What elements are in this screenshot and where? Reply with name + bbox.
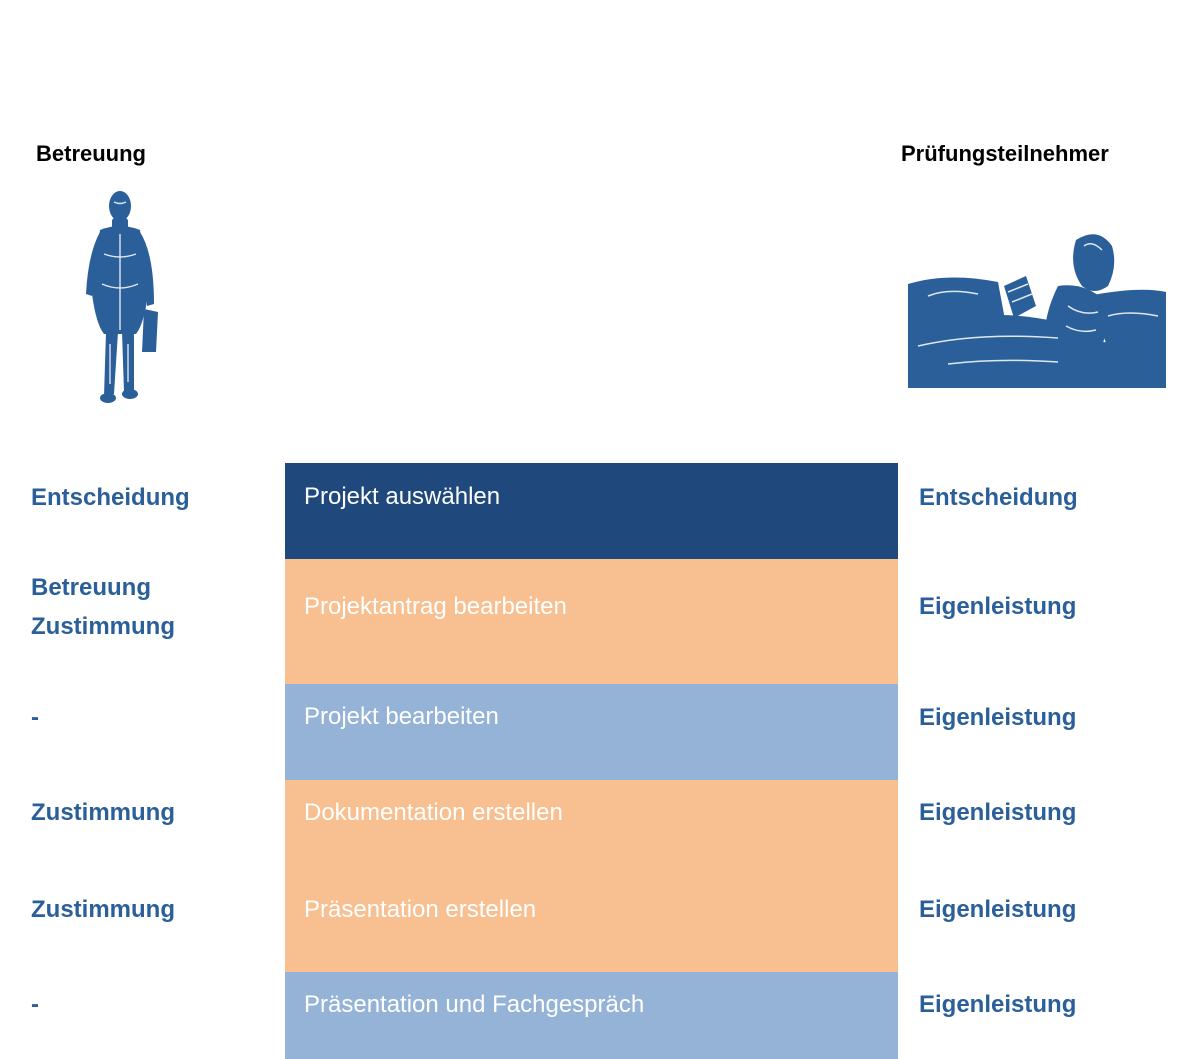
step-label: Projektantrag bearbeiten [304,593,567,620]
right-label-row-4: Eigenleistung [919,799,1077,826]
right-label-row-5: Eigenleistung [919,896,1077,923]
right-label-row-6: Eigenleistung [919,991,1077,1018]
step-projektantrag-bearbeiten: Projektantrag bearbeiten [285,559,898,684]
left-label-row-2: Betreuung [31,574,151,601]
step-dokumentation-erstellen: Dokumentation erstellen [285,780,898,876]
step-label: Präsentation erstellen [304,896,537,923]
left-label-row-5: Zustimmung [31,896,175,923]
left-label-row-2-line-2: Zustimmung [31,613,175,640]
step-label: Projekt auswählen [304,483,501,510]
right-label-row-3: Eigenleistung [919,704,1077,731]
reading-person-icon [908,226,1166,388]
left-label-row-3: - [31,704,39,731]
left-label-row-4: Zustimmung [31,799,175,826]
step-projekt-auswaehlen: Projekt auswählen [285,463,898,559]
left-label-row-1: Entscheidung [31,484,190,511]
column-header-pruefungsteilnehmer: Prüfungsteilnehmer [901,141,1109,166]
column-header-betreuung: Betreuung [36,141,146,166]
right-label-row-1: Entscheidung [919,484,1078,511]
left-label-row-6: - [31,991,39,1018]
standing-person-icon [74,184,166,408]
step-praesentation-erstellen: Präsentation erstellen [285,876,898,972]
step-praesentation-und-fachgespraech: Präsentation und Fachgespräch [285,972,898,1059]
step-projekt-bearbeiten: Projekt bearbeiten [285,684,898,780]
step-label: Dokumentation erstellen [304,799,563,826]
right-label-row-2: Eigenleistung [919,593,1077,620]
step-label: Präsentation und Fachgespräch [304,991,645,1018]
step-label: Projekt bearbeiten [304,703,499,730]
